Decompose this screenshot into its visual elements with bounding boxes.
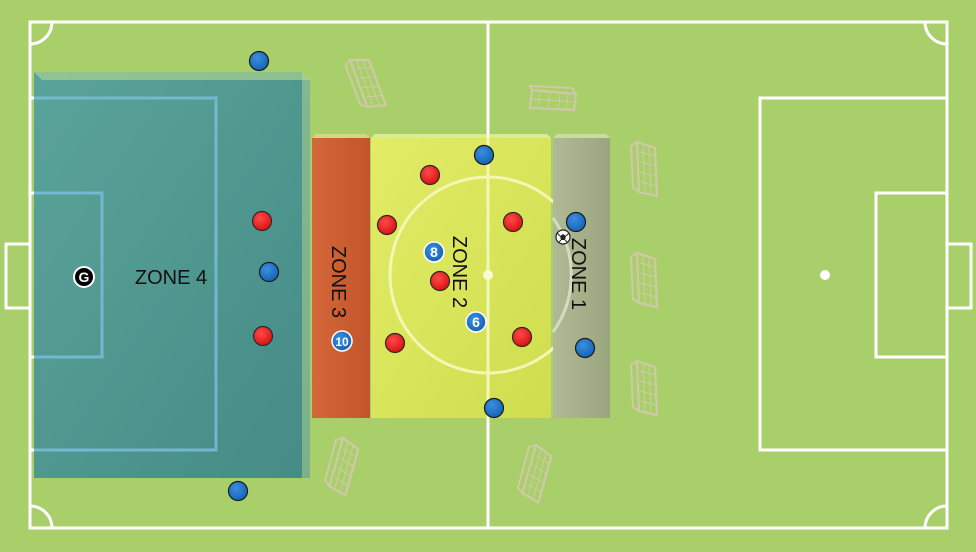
soccer-ball-icon [555,229,571,245]
zone-3-label: ZONE 3 [327,246,349,318]
zone-2: ZONE 2 [371,134,588,418]
player-number: 8 [430,244,438,260]
red-player [502,211,524,233]
zone-4-label: ZONE 4 [135,267,207,289]
red-player [252,325,274,347]
red-player [429,270,451,292]
mini-goal-icon [528,84,578,112]
zone-3: ZONE 3 [312,134,370,418]
goalkeeper: G [73,266,95,288]
penalty-spot-right [820,270,830,280]
blue-player [473,144,495,166]
red-team [251,164,533,354]
goalkeeper-label: G [79,269,90,285]
blue-team [227,50,596,502]
zone-2-label: ZONE 2 [448,236,470,308]
blue-player [483,397,505,419]
blue-player-10: 10 [331,330,353,352]
blue-player [258,261,280,283]
red-player [384,332,406,354]
red-player [511,326,533,348]
zone-1-label: ZONE 1 [567,238,589,310]
blue-player-6: 6 [465,311,487,333]
blue-player [227,480,249,502]
blue-player [574,337,596,359]
blue-player-8: 8 [423,241,445,263]
red-player [419,164,441,186]
red-player [251,210,273,232]
zone-1: ZONE 1 [551,134,610,418]
player-number: 10 [335,335,349,349]
player-number: 6 [472,314,480,330]
blue-player [248,50,270,72]
red-player [376,214,398,236]
blue-player [565,211,587,233]
zone-4: ZONE 4 [34,72,310,478]
